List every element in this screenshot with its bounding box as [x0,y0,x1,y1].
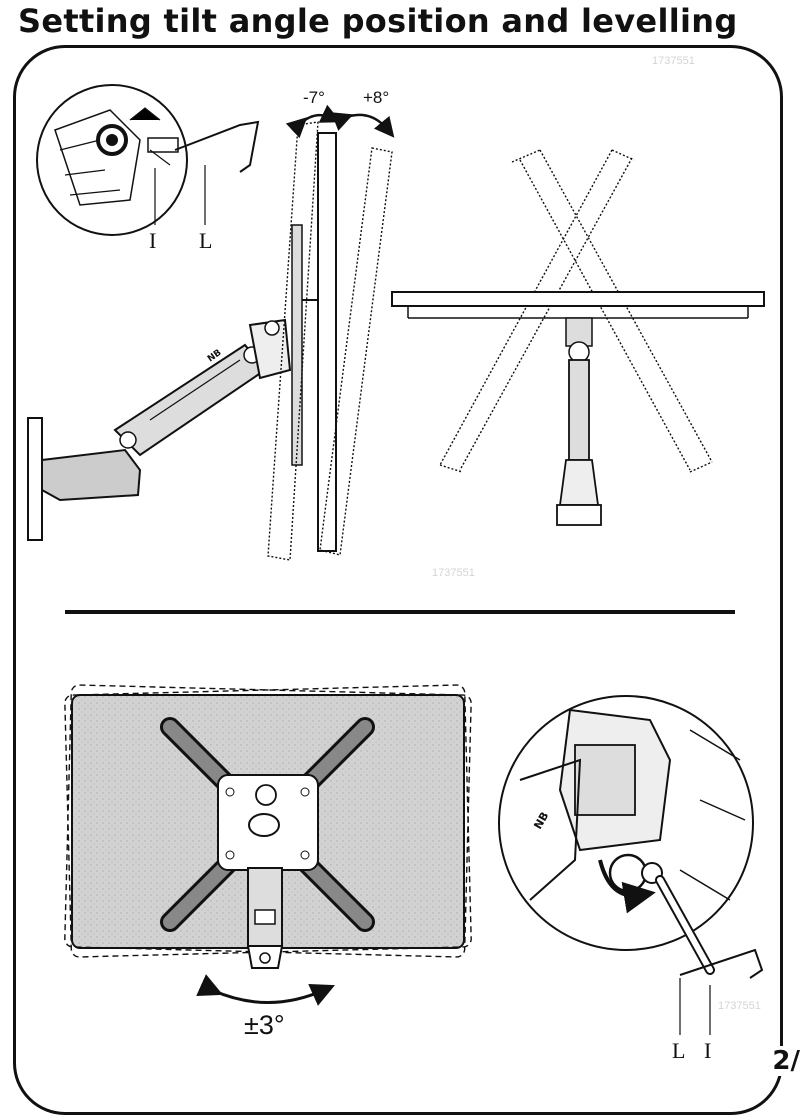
gas-spring-arm: NB [113,318,292,457]
rotation-angle: ±3° [244,1010,285,1040]
levelling-rear-view: ±3° [64,684,472,1040]
watermark: 1737551 [432,567,475,579]
monitor-side [267,121,393,561]
label-l: L [672,1038,685,1063]
wall-plate [27,417,142,541]
label-l: L [199,228,212,253]
tilt-side-view: I L -7° +8° NB [27,84,395,561]
rotation-arrow-icon [196,974,335,1006]
label-i: I [149,228,156,253]
watermark: 1737551 [652,55,695,67]
tilt-detail-circle [36,84,260,236]
vesa-bracket [160,717,375,932]
watermark: 1737551 [718,1000,761,1012]
page-title: Setting tilt angle position and levellin… [18,2,738,40]
rotation-top-view [391,149,765,526]
instruction-illustrations: I L -7° +8° NB [27,84,765,1063]
turn-arrow-icon [598,859,656,914]
tilt-up-arrow-icon [331,112,395,138]
page-number: 2/ [768,1046,800,1076]
tilt-up-angle: +8° [363,88,389,107]
arm-mount-post [246,867,284,969]
levelling-detail-circle: NB [498,695,764,1035]
section-divider [65,610,735,614]
label-i: I [704,1038,711,1063]
tilt-down-arrow-icon [285,104,342,139]
tilt-down-angle: -7° [303,88,325,107]
